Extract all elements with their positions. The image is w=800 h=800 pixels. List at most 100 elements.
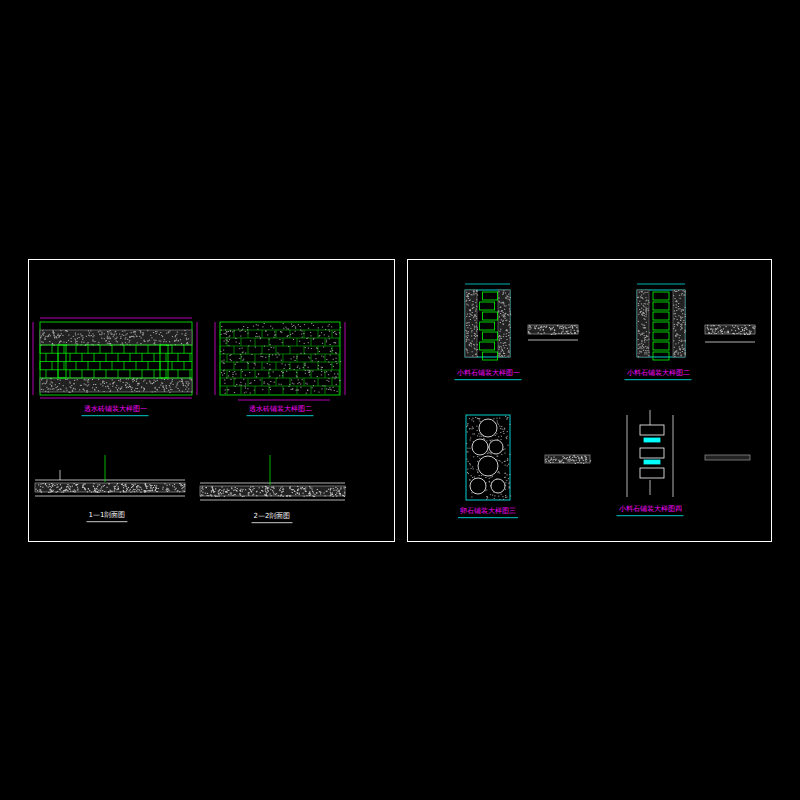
hatch-dot — [140, 492, 141, 493]
hatch-dot — [107, 336, 108, 337]
hatch-dot — [300, 384, 301, 385]
hatch-dot — [82, 337, 83, 338]
hatch-dot — [96, 489, 97, 490]
hatch-dot — [136, 336, 137, 337]
hatch-dot — [72, 491, 73, 492]
hatch-dot — [309, 495, 310, 496]
brick-joint — [40, 362, 41, 370]
brick-joint — [82, 353, 83, 361]
hatch-dot — [191, 379, 192, 380]
brick-joint — [220, 338, 340, 339]
hatch-dot — [63, 490, 64, 491]
hatch-dot — [181, 488, 182, 489]
hatch-dot — [264, 346, 265, 347]
hatch-dot — [571, 333, 572, 334]
hatch-dot — [49, 486, 50, 487]
hatch-dot — [77, 338, 78, 339]
hatch-dot — [213, 490, 214, 491]
hatch-dot — [201, 494, 202, 495]
hatch-dot — [293, 356, 294, 357]
hatch-dot — [98, 490, 99, 491]
hatch-dot — [545, 327, 546, 328]
hatch-dot — [66, 388, 67, 389]
hatch-dot — [253, 326, 254, 327]
hatch-dot — [572, 327, 573, 328]
hatch-dot — [74, 380, 75, 381]
hatch-dot — [144, 379, 145, 380]
hatch-dot — [78, 334, 79, 335]
hatch-dot — [39, 491, 40, 492]
hatch-dot — [49, 341, 50, 342]
hatch-dot — [301, 330, 302, 331]
hatch-dot — [642, 346, 643, 347]
hatch-dot — [574, 325, 575, 326]
hatch-dot — [470, 309, 471, 310]
brick-joint — [184, 362, 185, 370]
hatch-dot — [84, 383, 85, 384]
hatch-dot — [125, 484, 126, 485]
hatch-dot — [311, 348, 312, 349]
hatch-dot — [52, 382, 53, 383]
hatch-dot — [646, 331, 647, 332]
hatch-dot — [81, 341, 82, 342]
hatch-dot — [641, 291, 642, 292]
hatch-dot — [310, 335, 311, 336]
hatch-dot — [267, 488, 268, 489]
hatch-dot — [240, 382, 241, 383]
hatch-dot — [152, 391, 153, 392]
hatch-dot — [181, 378, 182, 379]
hatch-dot — [326, 380, 327, 381]
hatch-dot — [501, 319, 502, 320]
hatch-dot — [142, 334, 143, 335]
hatch-dot — [322, 367, 323, 368]
hatch-dot — [335, 333, 336, 334]
hatch-dot — [468, 293, 469, 294]
hatch-dot — [503, 336, 504, 337]
hatch-dot — [638, 331, 639, 332]
hatch-dot — [177, 491, 178, 492]
hatch-dot — [87, 385, 88, 386]
hatch-dot — [48, 391, 49, 392]
hatch-dot — [144, 389, 145, 390]
hatch-dot — [49, 334, 50, 335]
hatch-dot — [70, 491, 71, 492]
hatch-dot — [188, 385, 189, 386]
hatch-dot — [336, 496, 337, 497]
hatch-dot — [471, 315, 472, 316]
hatch-dot — [156, 389, 157, 390]
hatch-dot — [320, 493, 321, 494]
hatch-dot — [307, 337, 308, 338]
brick-joint — [248, 378, 249, 386]
hatch-dot — [113, 383, 114, 384]
hatch-dot — [202, 492, 203, 493]
hatch-dot — [467, 322, 468, 323]
hatch-dot — [56, 337, 57, 338]
hatch-dot — [150, 487, 151, 488]
hatch-dot — [335, 494, 336, 495]
brick-joint — [40, 345, 41, 353]
hatch-dot — [470, 328, 471, 329]
hatch-dot — [231, 493, 232, 494]
hatch-dot — [134, 390, 135, 391]
hatch-dot — [323, 493, 324, 494]
hatch-dot — [125, 334, 126, 335]
hatch-dot — [574, 333, 575, 334]
hatch-dot — [566, 331, 567, 332]
hatch-dot — [269, 493, 270, 494]
hatch-dot — [282, 372, 283, 373]
hatch-dot — [123, 491, 124, 492]
hatch-dot — [291, 358, 292, 359]
hatch-dot — [318, 361, 319, 362]
hatch-dot — [277, 352, 278, 353]
hatch-dot — [339, 380, 340, 381]
hatch-dot — [56, 487, 57, 488]
hatch-dot — [294, 369, 295, 370]
hatch-dot — [501, 349, 502, 350]
brick-joint — [227, 370, 228, 378]
hatch-dot — [642, 333, 643, 334]
hatch-dot — [183, 384, 184, 385]
hatch-dot — [296, 390, 297, 391]
hatch-dot — [476, 326, 477, 327]
hatch-dot — [327, 326, 328, 327]
brick-joint — [64, 362, 65, 370]
